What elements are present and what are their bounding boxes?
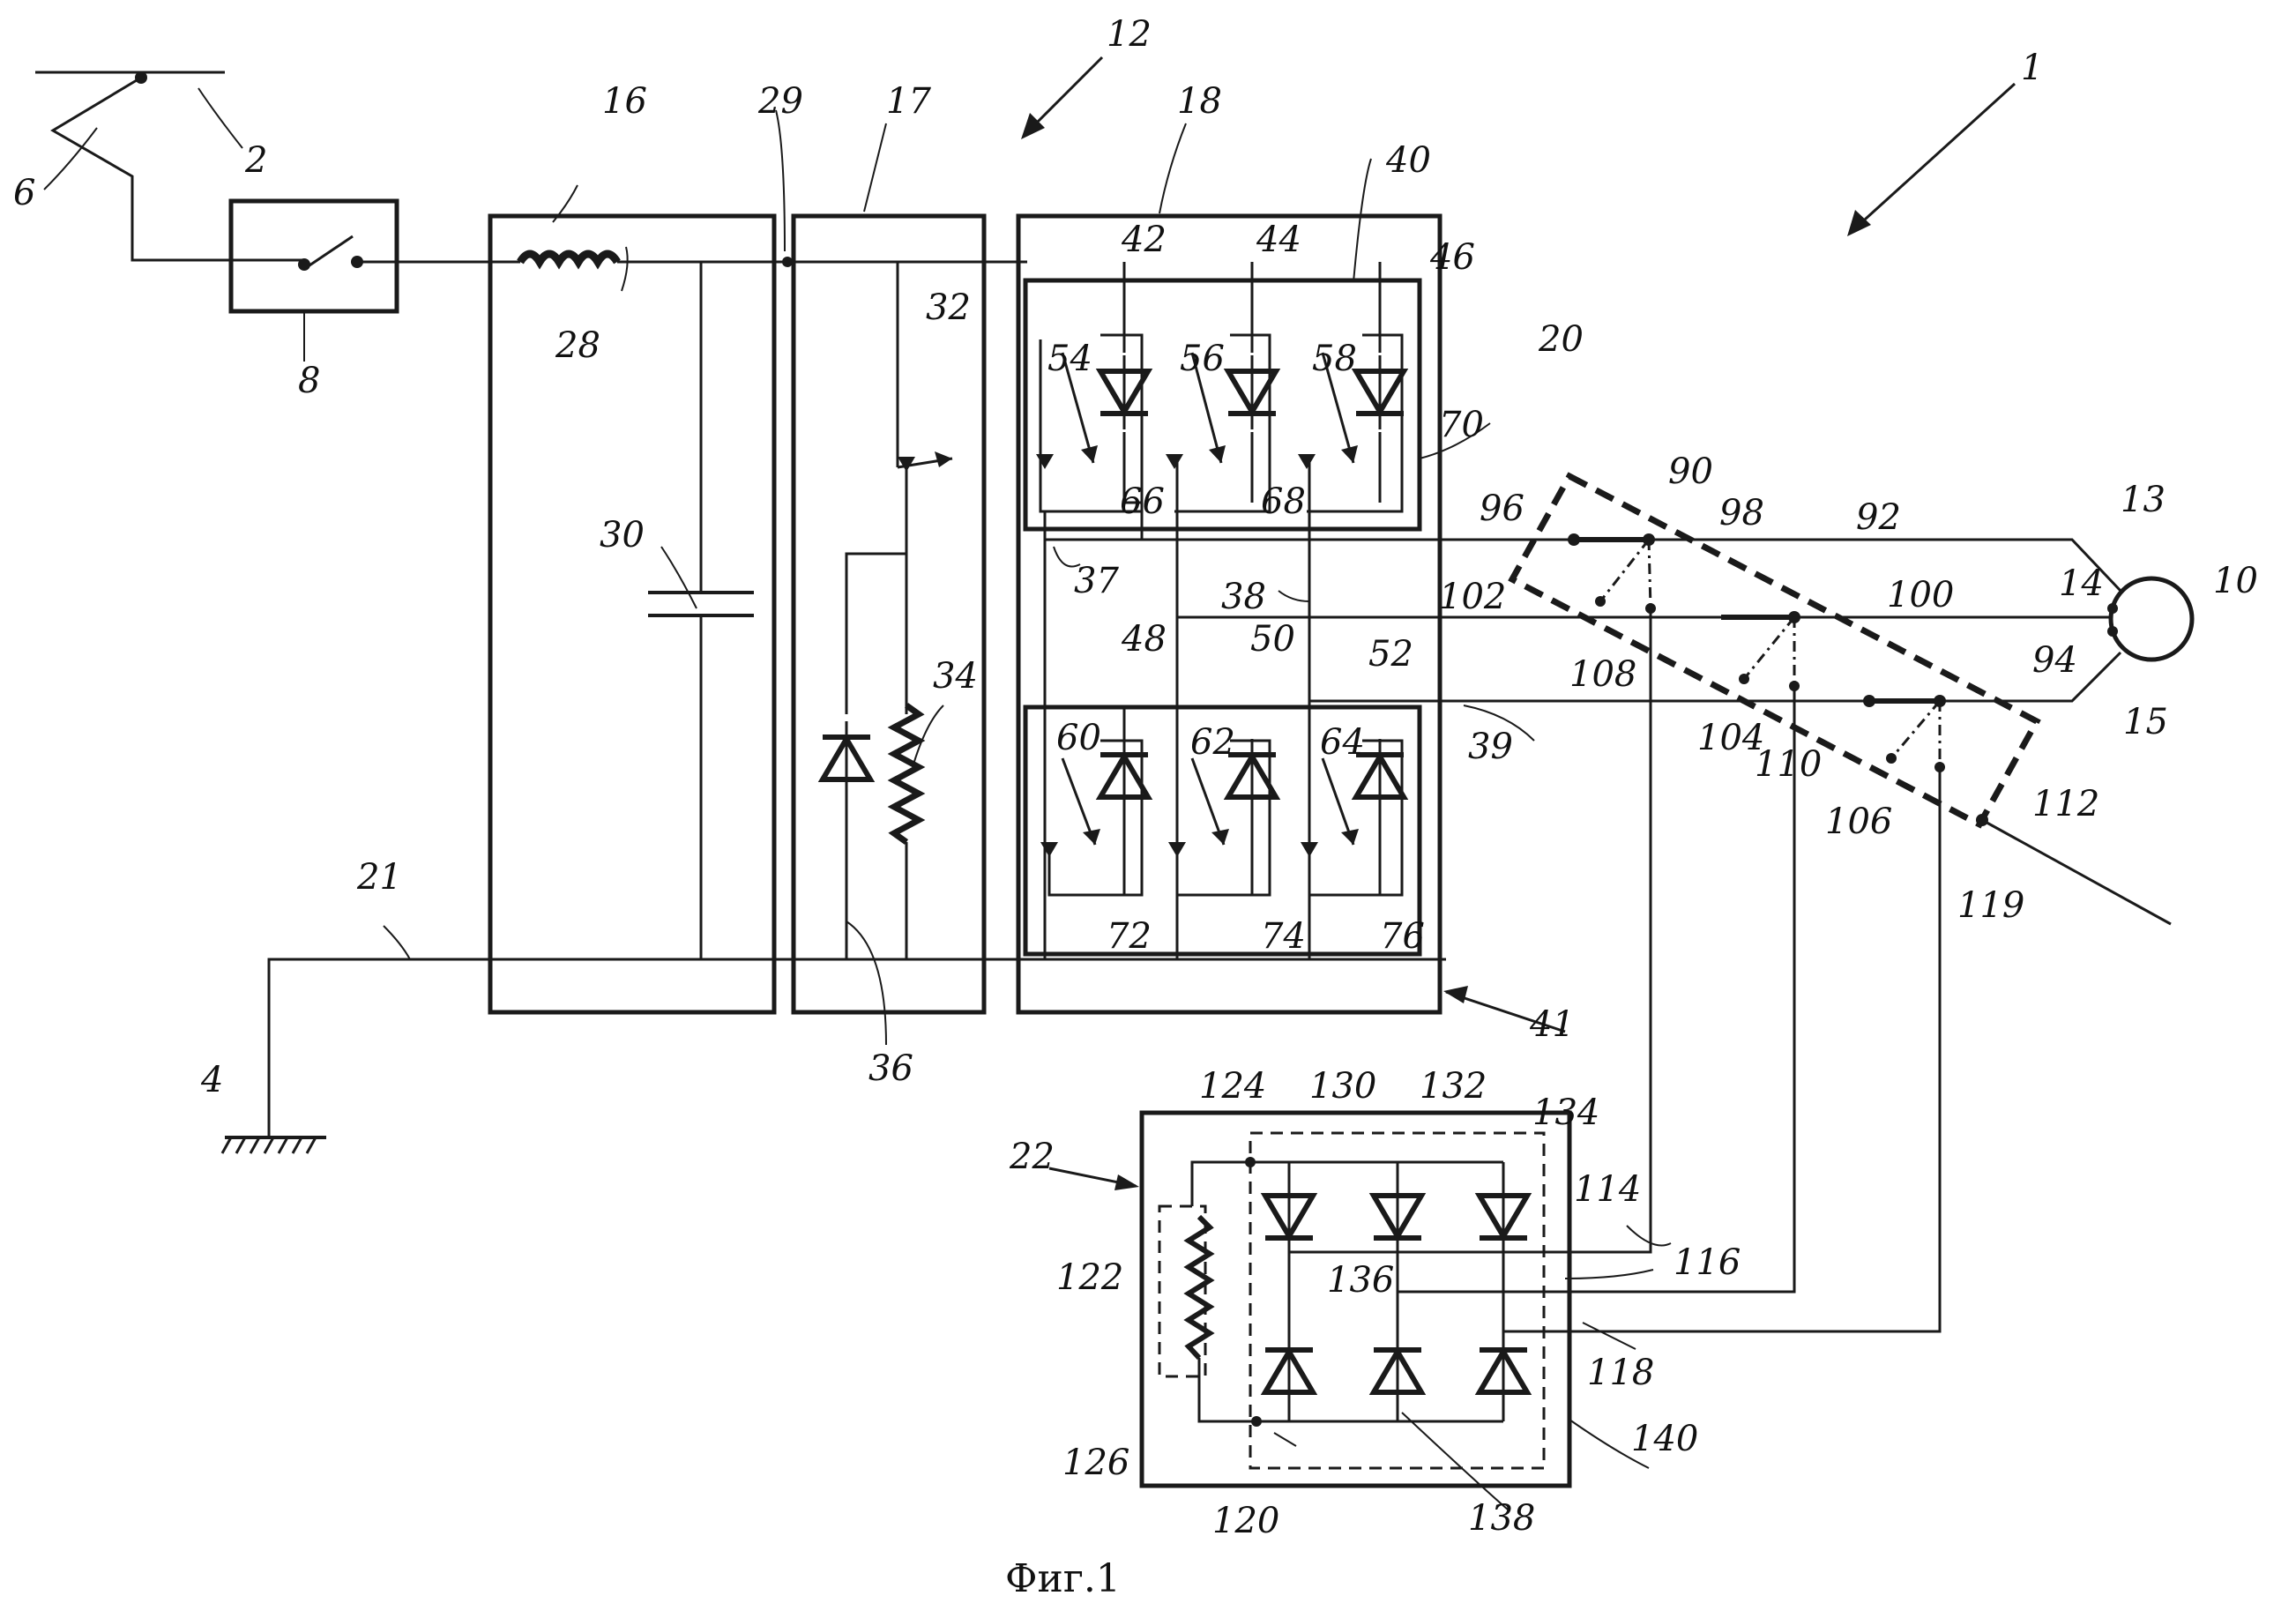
label-74: 74 bbox=[1261, 916, 1306, 957]
label-62: 62 bbox=[1190, 722, 1235, 763]
label-72: 72 bbox=[1107, 916, 1152, 957]
label-13: 13 bbox=[2121, 480, 2166, 520]
label-106: 106 bbox=[1825, 802, 1892, 842]
label-36: 36 bbox=[868, 1048, 913, 1089]
label-140: 140 bbox=[1631, 1419, 1698, 1459]
label-118: 118 bbox=[1587, 1353, 1654, 1393]
label-124: 124 bbox=[1199, 1066, 1266, 1107]
label-14: 14 bbox=[2059, 563, 2104, 604]
label-6: 6 bbox=[13, 173, 35, 213]
label-30: 30 bbox=[600, 515, 645, 555]
label-54: 54 bbox=[1047, 339, 1092, 379]
label-92: 92 bbox=[1856, 497, 1901, 538]
label-8: 8 bbox=[298, 361, 320, 401]
label-116: 116 bbox=[1674, 1242, 1741, 1283]
label-90: 90 bbox=[1668, 451, 1713, 492]
label-94: 94 bbox=[2032, 640, 2077, 681]
label-41: 41 bbox=[1529, 1004, 1575, 1045]
label-16: 16 bbox=[602, 81, 647, 122]
label-37: 37 bbox=[1074, 561, 1119, 601]
pantograph bbox=[50, 71, 238, 262]
label-4: 4 bbox=[200, 1060, 223, 1100]
label-122: 122 bbox=[1056, 1257, 1123, 1298]
label-29: 29 bbox=[757, 81, 803, 122]
label-42: 42 bbox=[1121, 220, 1167, 260]
label-114: 114 bbox=[1574, 1169, 1641, 1210]
label-70: 70 bbox=[1439, 405, 1484, 445]
label-138: 138 bbox=[1468, 1498, 1535, 1539]
label-15: 15 bbox=[2123, 702, 2168, 742]
label-52: 52 bbox=[1368, 634, 1413, 675]
label-126: 126 bbox=[1062, 1443, 1129, 1483]
label-17: 17 bbox=[886, 81, 931, 122]
label-102: 102 bbox=[1439, 577, 1506, 617]
motor-10 bbox=[2107, 576, 2195, 662]
label-1: 1 bbox=[2021, 48, 2043, 88]
ground-bus bbox=[220, 958, 1446, 1154]
label-58: 58 bbox=[1312, 339, 1357, 379]
switch-unit-20 bbox=[1508, 472, 2172, 926]
label-46: 46 bbox=[1429, 237, 1475, 278]
label-112: 112 bbox=[2032, 784, 2099, 824]
label-34: 34 bbox=[933, 656, 978, 697]
label-18: 18 bbox=[1177, 81, 1222, 122]
labels: 1 2 4 6 8 10 12 13 14 15 16 17 18 20 21 … bbox=[13, 14, 2258, 1601]
label-100: 100 bbox=[1887, 575, 1954, 615]
label-64: 64 bbox=[1320, 722, 1365, 763]
label-40: 40 bbox=[1385, 140, 1431, 181]
label-104: 104 bbox=[1697, 718, 1764, 758]
main-bus bbox=[397, 250, 1027, 270]
inverter-block-18 bbox=[1016, 213, 1706, 1015]
label-2: 2 bbox=[244, 140, 267, 181]
label-134: 134 bbox=[1532, 1092, 1599, 1133]
label-12: 12 bbox=[1107, 14, 1152, 55]
label-39: 39 bbox=[1468, 727, 1513, 767]
arrow-1 bbox=[1847, 82, 2016, 236]
label-44: 44 bbox=[1256, 220, 1301, 260]
braking-unit-22 bbox=[1139, 1110, 1572, 1488]
label-132: 132 bbox=[1420, 1066, 1487, 1107]
arrow-41 bbox=[1443, 986, 1566, 1033]
label-68: 68 bbox=[1261, 481, 1306, 522]
label-98: 98 bbox=[1719, 493, 1764, 533]
label-130: 130 bbox=[1309, 1066, 1376, 1107]
figure-caption: Фиг.1 bbox=[1005, 1556, 1121, 1601]
label-28: 28 bbox=[555, 325, 600, 366]
label-56: 56 bbox=[1180, 339, 1225, 379]
motor-feed-lines bbox=[1309, 538, 2122, 703]
label-110: 110 bbox=[1755, 744, 1822, 785]
label-76: 76 bbox=[1380, 916, 1425, 957]
label-38: 38 bbox=[1221, 577, 1266, 617]
label-32: 32 bbox=[926, 287, 971, 328]
label-108: 108 bbox=[1569, 654, 1636, 695]
label-66: 66 bbox=[1120, 481, 1165, 522]
chopper-block-17 bbox=[791, 213, 987, 1015]
label-20: 20 bbox=[1538, 319, 1584, 360]
label-22: 22 bbox=[1009, 1137, 1055, 1177]
label-60: 60 bbox=[1056, 718, 1101, 758]
label-120: 120 bbox=[1212, 1501, 1279, 1541]
arrow-12 bbox=[1021, 56, 1104, 139]
label-96: 96 bbox=[1480, 488, 1524, 529]
label-10: 10 bbox=[2213, 561, 2258, 601]
label-21: 21 bbox=[356, 857, 402, 898]
feed-wires-to-22 bbox=[1547, 608, 1942, 1333]
label-48: 48 bbox=[1121, 619, 1167, 660]
leader-lines bbox=[43, 87, 1672, 1510]
label-50: 50 bbox=[1250, 619, 1295, 660]
circuit-breaker-8 bbox=[228, 198, 399, 314]
arrow-22 bbox=[1048, 1167, 1139, 1190]
label-119: 119 bbox=[1957, 885, 2024, 926]
filter-block-16 bbox=[488, 213, 777, 1015]
label-136: 136 bbox=[1327, 1260, 1394, 1301]
